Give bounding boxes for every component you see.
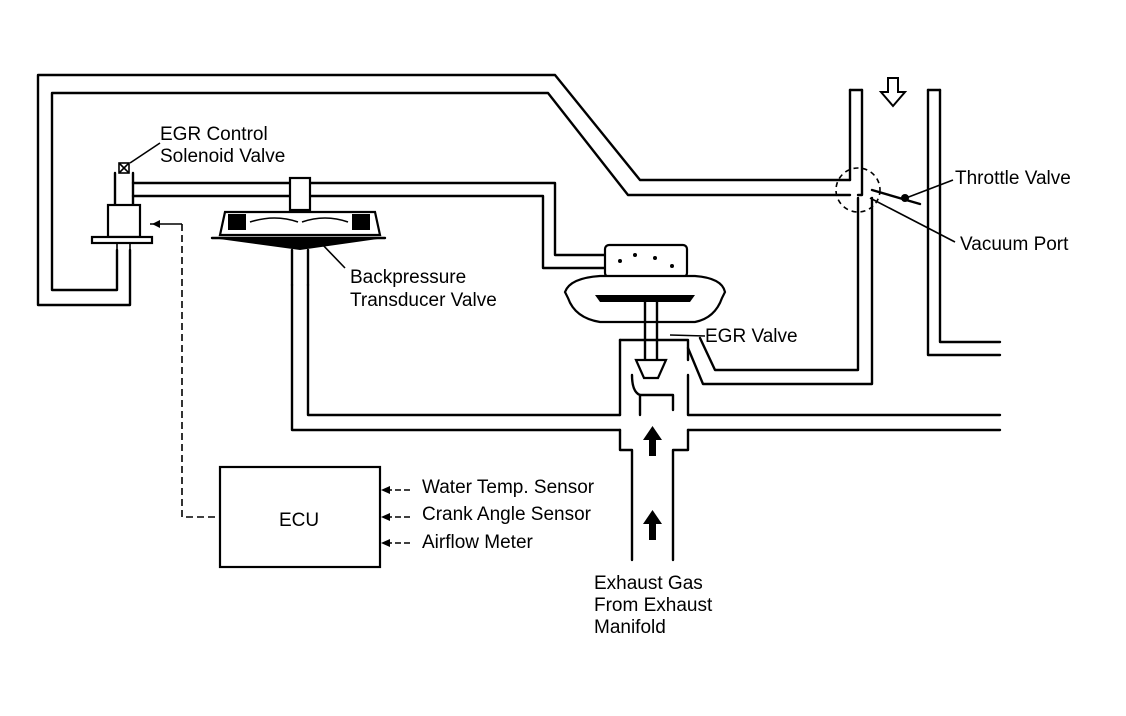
label-backpressure-line2: Transducer Valve xyxy=(350,290,497,311)
vacuum-hose-outer xyxy=(36,73,852,307)
vacuum-hose-bpt-to-egr xyxy=(308,181,607,270)
label-sensor-airflow: Airflow Meter xyxy=(422,532,534,553)
exhaust-passage xyxy=(618,338,1002,562)
label-exhaust-line1: Exhaust Gas xyxy=(594,573,703,594)
air-intake-arrow-icon xyxy=(878,77,908,108)
throttle-body xyxy=(835,88,1002,357)
label-egr-valve: EGR Valve xyxy=(705,326,798,347)
label-egr-solenoid-line2: Solenoid Valve xyxy=(160,146,285,167)
label-leaders xyxy=(129,142,956,337)
label-sensor-crank-angle: Crank Angle Sensor xyxy=(422,504,592,525)
label-sensor-water-temp: Water Temp. Sensor xyxy=(422,477,595,498)
egr-control-solenoid-valve xyxy=(90,162,154,255)
label-backpressure-line1: Backpressure xyxy=(350,267,466,288)
label-ecu: ECU xyxy=(279,510,319,531)
sensor-input-arrow-icon xyxy=(381,486,410,547)
throttle-valve-plate xyxy=(870,188,922,206)
label-exhaust-line2: From Exhaust xyxy=(594,595,713,616)
exhaust-pressure-line xyxy=(290,283,622,432)
label-throttle-valve: Throttle Valve xyxy=(955,168,1071,189)
solenoid-ecu-wire xyxy=(150,220,220,518)
label-egr-solenoid-line1: EGR Control xyxy=(160,124,268,145)
exhaust-flow-arrow-icon xyxy=(643,426,662,540)
label-vacuum-port: Vacuum Port xyxy=(960,234,1069,255)
egr-valve xyxy=(563,243,727,380)
vacuum-hose-egr-to-throttle xyxy=(686,196,874,386)
label-exhaust-line3: Manifold xyxy=(594,617,666,638)
backpressure-transducer-valve xyxy=(210,176,387,287)
vacuum-hose-solenoid-to-bpt xyxy=(131,181,292,198)
